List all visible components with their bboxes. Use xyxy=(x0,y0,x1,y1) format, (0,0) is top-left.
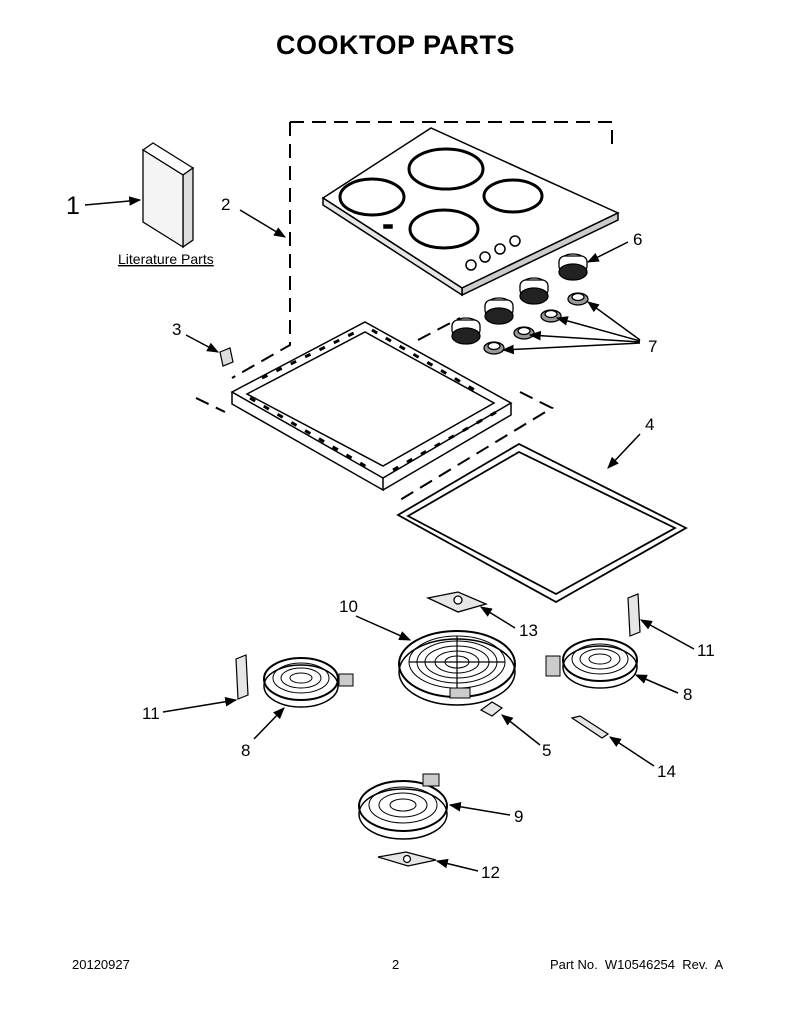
callout-2: 2 xyxy=(221,195,230,214)
bezel-icon xyxy=(513,326,535,340)
page-title: COOKTOP PARTS xyxy=(275,30,516,60)
callout-4: 4 xyxy=(645,415,654,434)
clip-part xyxy=(219,347,234,367)
radiant-element-left xyxy=(263,657,354,708)
bracket-5 xyxy=(479,701,504,717)
burner-ring xyxy=(408,208,480,250)
radiant-element-bottom xyxy=(358,773,448,840)
radiant-element-large xyxy=(398,630,516,706)
knob-icon xyxy=(451,317,481,345)
literature-booklet xyxy=(141,142,195,249)
burner-ring xyxy=(338,177,406,217)
callout-9: 9 xyxy=(514,807,523,826)
bezel-icon xyxy=(483,341,505,355)
callout-12: 12 xyxy=(481,863,500,882)
footer-date: 20120927 xyxy=(72,957,130,972)
callouts: 1 2 3 4 5 6 7 8 8 9 10 11 11 12 13 14 xyxy=(66,192,715,882)
sensor-14 xyxy=(570,715,610,739)
callout-1: 1 xyxy=(66,192,80,220)
leader-lines xyxy=(84,196,695,872)
literature-parts-label: Literature Parts xyxy=(118,251,214,267)
callout-13: 13 xyxy=(519,621,538,640)
callout-7: 7 xyxy=(648,337,657,356)
bezel-icon xyxy=(567,292,589,306)
callout-3: 3 xyxy=(172,320,181,339)
bracket-11-right xyxy=(627,593,641,637)
bracket-12 xyxy=(377,851,437,867)
callout-11-right: 11 xyxy=(697,641,715,660)
callout-11-left: 11 xyxy=(142,704,160,723)
callout-8-right: 8 xyxy=(683,685,692,704)
radiant-element-right xyxy=(545,638,638,689)
bracket-11-left xyxy=(235,654,249,700)
footer-part-number: Part No. W10546254 Rev. A xyxy=(550,957,724,972)
footer-page-number: 2 xyxy=(392,957,400,972)
burner-ring xyxy=(482,178,544,214)
knob-icon xyxy=(558,253,588,281)
burner-ring xyxy=(407,147,485,191)
callout-10: 10 xyxy=(339,597,358,616)
cooktop-gasket xyxy=(396,442,688,604)
bracket-13 xyxy=(425,591,488,613)
knob-icon xyxy=(519,277,549,305)
cooktop-glass-top xyxy=(321,127,620,297)
assembly-outline xyxy=(195,121,613,501)
callout-8-left: 8 xyxy=(241,741,250,760)
callout-5: 5 xyxy=(542,741,551,760)
control-knobs xyxy=(451,253,588,345)
callout-14: 14 xyxy=(657,762,676,781)
bezel-icon xyxy=(540,309,562,323)
callout-6: 6 xyxy=(633,230,642,249)
cooktop-frame xyxy=(230,321,513,492)
knob-icon xyxy=(484,297,514,325)
